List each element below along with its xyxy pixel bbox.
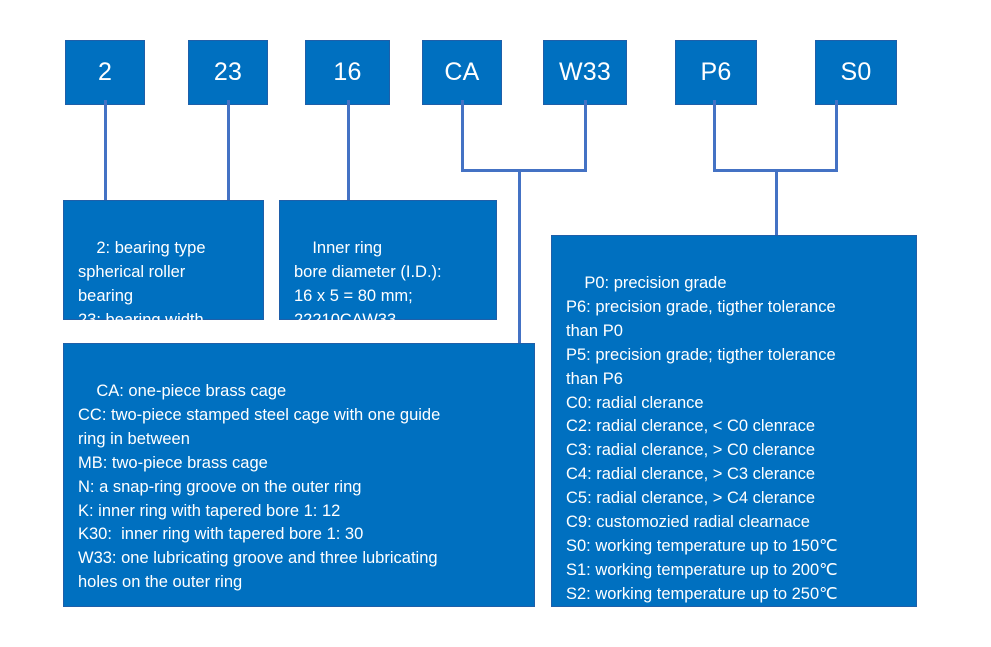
description-text: P0: precision grade P6: precision grade,… xyxy=(566,273,838,603)
description-text: Inner ring bore diameter (I.D.): 16 x 5 … xyxy=(294,238,442,329)
connector-bore xyxy=(347,100,350,202)
code-box-label: W33 xyxy=(558,58,611,86)
code-box-label: CA xyxy=(444,58,480,86)
code-box-label: 16 xyxy=(333,58,362,86)
code-box-type-width: 2 xyxy=(65,40,145,105)
code-box-label: 23 xyxy=(213,58,243,86)
connector-cage-lubrication-bridge xyxy=(461,169,587,172)
connector-temperature-drop xyxy=(835,100,838,172)
description-text: CA: one-piece brass cage CC: two-piece s… xyxy=(78,381,441,592)
code-box-bore: 16 xyxy=(305,40,390,105)
code-box-temperature: S0 xyxy=(815,40,897,105)
description-box-cage-features: CA: one-piece brass cage CC: two-piece s… xyxy=(63,343,535,607)
description-box-type-width: 2: bearing type spherical roller bearing… xyxy=(63,200,264,329)
code-box-label: P6 xyxy=(700,58,732,86)
connector-cage-lubrication-stem xyxy=(518,169,521,345)
code-box-cage: CA xyxy=(422,40,502,105)
code-box-lubrication: W33 xyxy=(543,40,627,105)
connector-precision-temperature-stem xyxy=(775,169,778,239)
connector-cage-drop xyxy=(461,100,464,172)
connector-lubrication-drop xyxy=(584,100,587,172)
connector-width xyxy=(227,100,230,202)
code-box-label: S0 xyxy=(840,58,872,86)
code-box-label: 2 xyxy=(97,58,113,86)
description-box-precision-clearance: P0: precision grade P6: precision grade,… xyxy=(551,235,917,607)
connector-type-width xyxy=(104,100,107,202)
code-box-width: 23 xyxy=(188,40,268,105)
connector-precision-drop xyxy=(713,100,716,172)
code-box-precision: P6 xyxy=(675,40,757,105)
description-text: 2: bearing type spherical roller bearing… xyxy=(78,238,206,329)
description-box-inner-ring: Inner ring bore diameter (I.D.): 16 x 5 … xyxy=(279,200,497,329)
